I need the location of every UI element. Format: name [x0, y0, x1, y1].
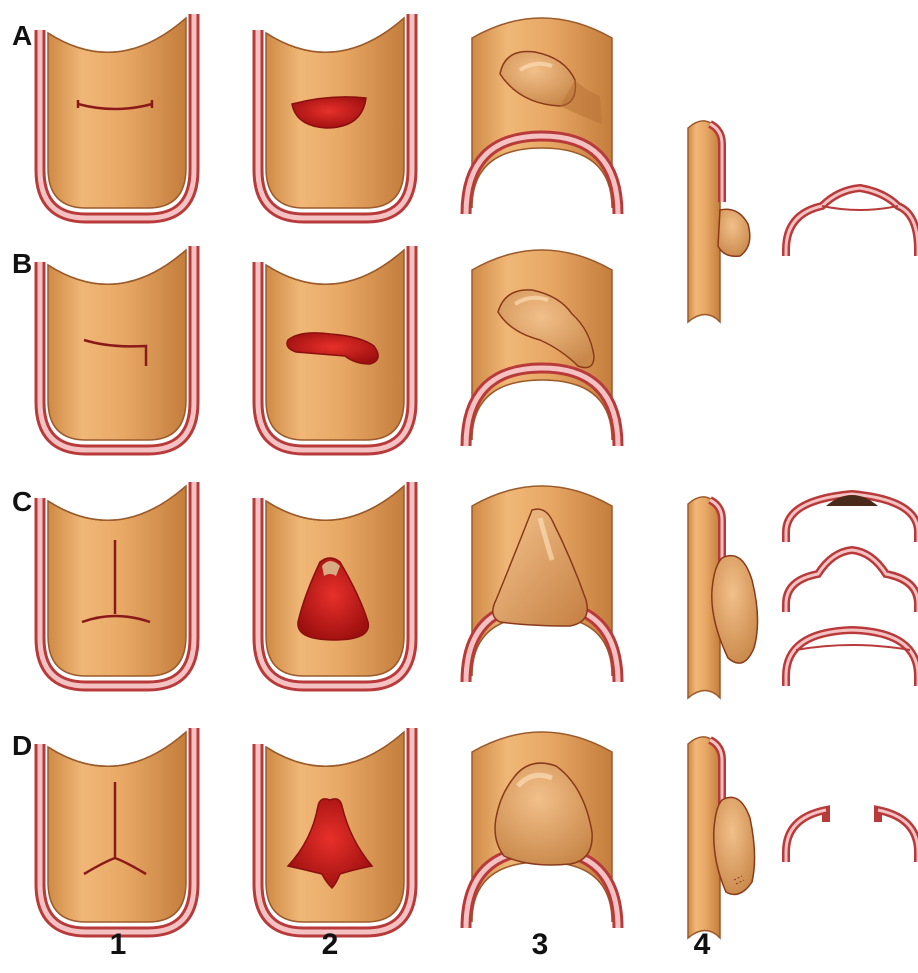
- row-label-c: C: [12, 488, 32, 516]
- vessel-b3: [466, 250, 618, 446]
- column-label-1: 1: [110, 930, 127, 960]
- column-label-2: 2: [322, 930, 339, 960]
- row-a: [40, 14, 618, 218]
- row-label-b: B: [12, 250, 32, 278]
- side-view-ab: [688, 121, 918, 322]
- vessel-side-ab: [688, 121, 722, 322]
- row-c: [40, 482, 918, 698]
- cross-section-ab: [786, 188, 918, 256]
- row-d: [40, 728, 918, 938]
- patch-side-ab: [718, 209, 750, 256]
- vessel-c1: [40, 482, 194, 686]
- row-label-d: D: [12, 732, 32, 760]
- row-b: [40, 246, 618, 450]
- vessel-a1: [40, 14, 194, 218]
- column-label-4: 4: [694, 930, 711, 960]
- row-label-a: A: [12, 22, 32, 50]
- vessel-d1: [40, 728, 194, 932]
- vessel-b1: [40, 246, 194, 450]
- cross-sections-c: [786, 494, 918, 686]
- column-label-3: 3: [532, 930, 549, 960]
